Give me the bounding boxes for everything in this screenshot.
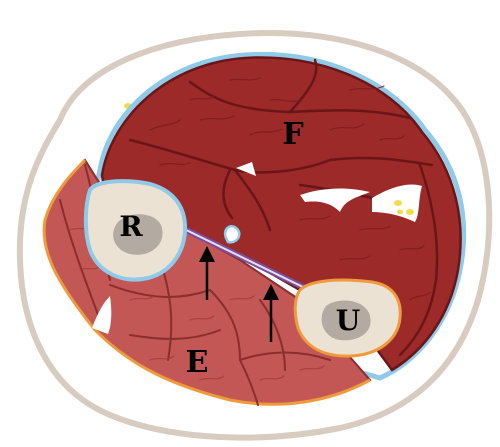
flexor-fat-gap [300,188,370,212]
label-radius: R [119,210,143,243]
arrow-up-icon [199,246,215,300]
arrow-up-icon [263,284,279,342]
ulna-bone [293,278,402,358]
label-ulna: U [336,304,360,337]
extensor-outline [42,158,371,406]
label-flexor: F [282,117,303,152]
flexor-fat-gap [236,162,256,176]
fat-globule [397,209,403,215]
interosseous-vessel [223,225,241,244]
radius-marrow [113,214,163,255]
label-extensor: E [186,345,209,380]
flexor-fibers [149,77,431,301]
fat-globule [394,200,402,206]
interosseous-membrane [175,223,308,291]
ulna-marrow [321,300,371,341]
fat-globule [406,209,414,215]
arrow-indicators [199,246,279,342]
radius-bone [83,179,188,282]
extensor-fat-gap [92,296,112,334]
